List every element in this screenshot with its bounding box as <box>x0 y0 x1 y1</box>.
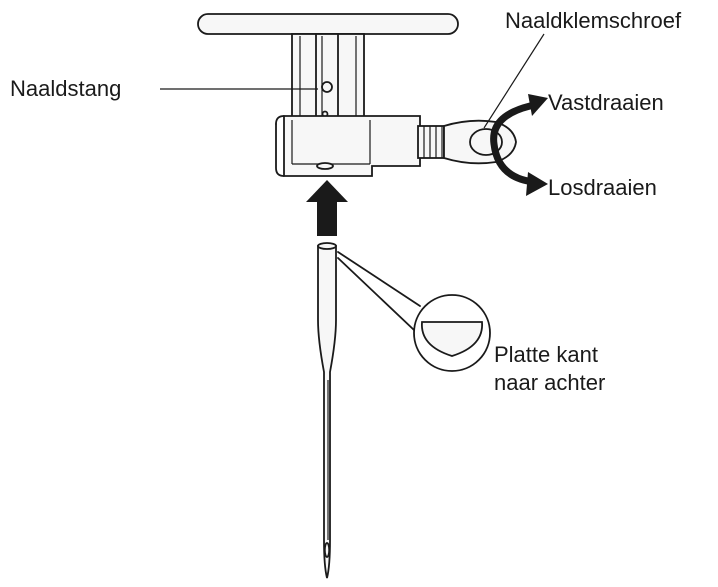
curved-rotation-arrows-icon <box>490 94 548 196</box>
flat-side-label-line2: naar achter <box>494 370 605 395</box>
needle-bar-label: Naaldstang <box>10 76 121 101</box>
needle-clamp-screw-label: Naaldklemschroef <box>505 8 682 33</box>
arrow-up-icon <box>306 180 348 236</box>
top-plate <box>197 13 459 35</box>
needle-clamp <box>275 115 421 177</box>
needle <box>317 242 337 579</box>
flat-side-label-line1: Platte kant <box>494 342 598 367</box>
needle-clamp-screw <box>417 119 517 165</box>
tighten-label: Vastdraaien <box>548 90 664 115</box>
needle-bar <box>315 33 339 121</box>
flat-side-callout <box>337 251 491 372</box>
loosen-label: Losdraaien <box>548 175 657 200</box>
leader-lines <box>160 33 545 129</box>
clamp-screw-leader <box>483 33 545 129</box>
